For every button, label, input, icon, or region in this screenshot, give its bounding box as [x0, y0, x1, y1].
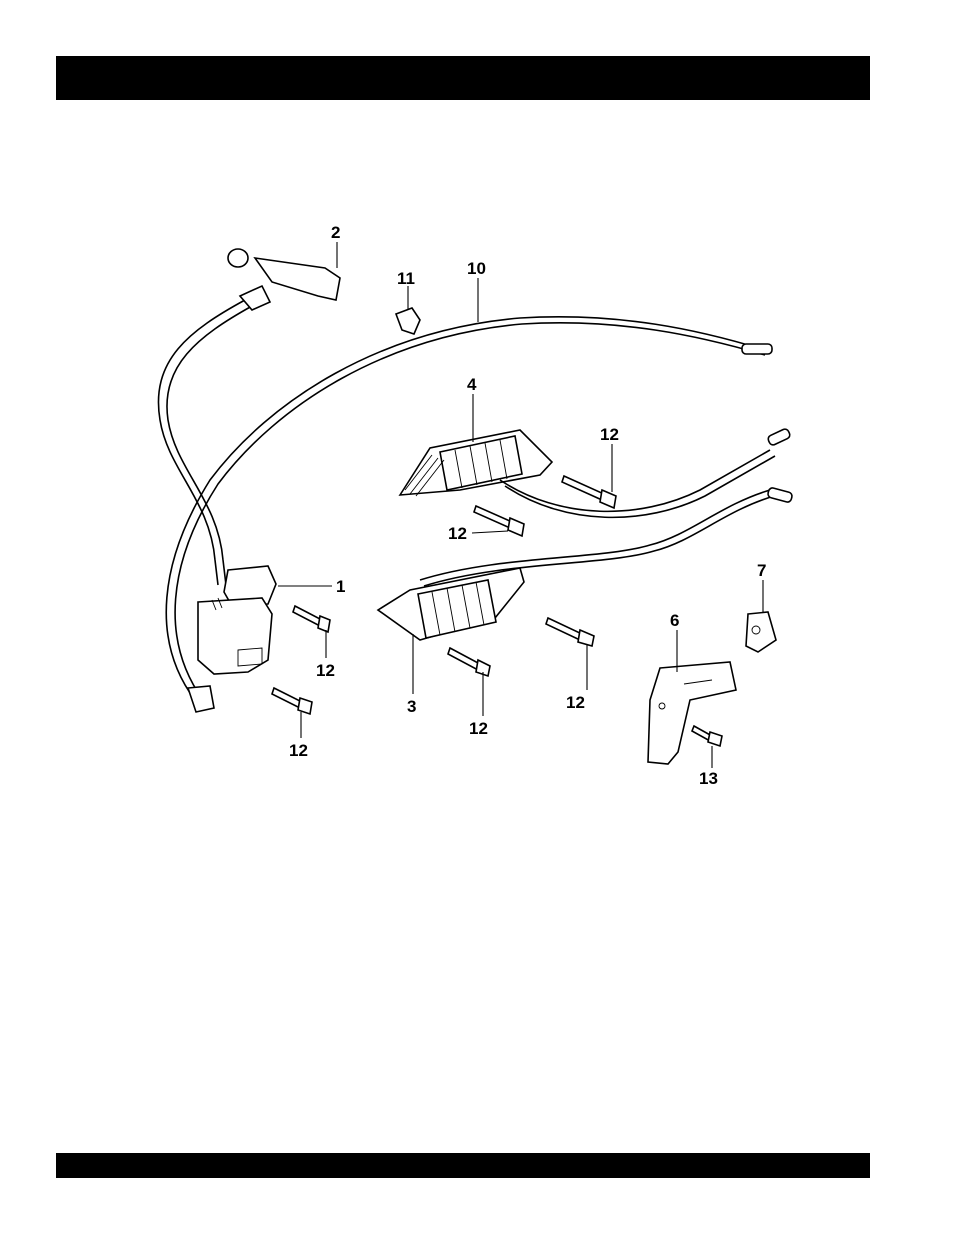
- bolt-13: [692, 726, 722, 746]
- callout-12-a: 12: [600, 425, 619, 444]
- callout-11: 11: [397, 269, 415, 288]
- ignition-coil-1: [198, 566, 276, 674]
- callout-12-c: 12: [316, 661, 335, 680]
- callout-6: 6: [670, 611, 679, 630]
- callout-12-b: 12: [448, 524, 467, 543]
- callout-13: 13: [699, 769, 718, 788]
- callout-2: 2: [331, 223, 340, 242]
- callout-12-e: 12: [469, 719, 488, 738]
- bolt-12-e: [448, 648, 490, 676]
- bracket-6: [648, 662, 736, 764]
- bolt-12-b: [272, 688, 312, 714]
- callout-1: 1: [336, 577, 345, 596]
- bolt-12-f: [546, 618, 594, 646]
- wire-clamp-11: [396, 308, 420, 334]
- bolt-12-a: [293, 606, 330, 632]
- callout-12-f: 12: [566, 693, 585, 712]
- callout-4: 4: [467, 375, 477, 394]
- charge-coil-4: [400, 428, 791, 518]
- grommet-7: [746, 612, 776, 652]
- callout-7: 7: [757, 561, 766, 580]
- spark-plug-cap-2: [158, 249, 340, 585]
- callout-3: 3: [407, 697, 416, 716]
- callout-10: 10: [467, 259, 486, 278]
- bolt-12-c: [562, 476, 616, 508]
- callout-12-d: 12: [289, 741, 308, 760]
